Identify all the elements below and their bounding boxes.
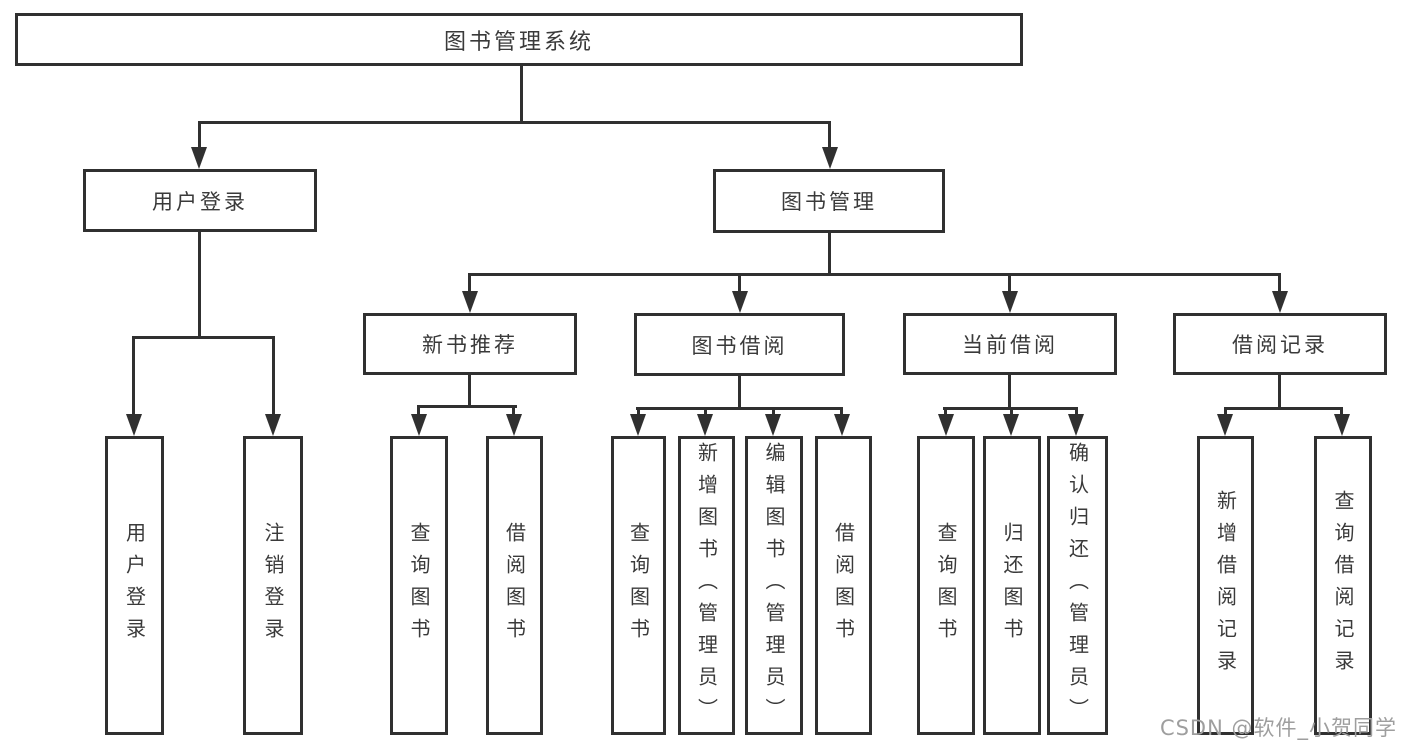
arrowhead-cb-query — [938, 414, 954, 436]
node-label: 新增图书（管理员） — [694, 441, 719, 730]
node-book-borrowing: 图书借阅 — [634, 313, 845, 376]
connector-root-stem — [520, 66, 523, 123]
node-book-management: 图书管理 — [713, 169, 945, 233]
node-label: 查询借阅记录 — [1331, 489, 1355, 682]
node-label: 查询图书 — [626, 521, 651, 650]
node-label: 借阅图书 — [502, 521, 527, 650]
node-current-borrowing: 当前借阅 — [903, 313, 1117, 375]
connector-newbook-stem — [468, 375, 471, 405]
node-label: 确认归还（管理员） — [1065, 441, 1090, 730]
connector-stem-book-borrowing — [738, 273, 741, 293]
connector-stem-book-management — [828, 121, 831, 149]
node-leaf-bb-edit-books-admin: 编辑图书（管理员） — [745, 436, 803, 735]
connector-stem-borrowing-records — [1278, 273, 1281, 293]
node-leaf-br-add-record: 新增借阅记录 — [1197, 436, 1254, 735]
connector-bookmgmt-stem — [828, 233, 831, 273]
connector-stem-leaf-user-login — [132, 336, 135, 416]
node-leaf-bb-borrow-books: 借阅图书 — [815, 436, 872, 735]
node-leaf-nbr-query-books: 查询图书 — [390, 436, 448, 735]
arrowhead-bb-add — [697, 414, 713, 436]
node-borrowing-records: 借阅记录 — [1173, 313, 1387, 375]
arrowhead-current-borrowing — [1002, 291, 1018, 313]
connector-newbook-branch — [417, 405, 517, 408]
node-leaf-logout: 注销登录 — [243, 436, 303, 735]
connector-stem-cb-confirm — [1075, 407, 1078, 416]
arrowhead-br-query — [1334, 414, 1350, 436]
node-label: 新增借阅记录 — [1213, 489, 1238, 682]
arrowhead-book-borrowing — [732, 291, 748, 313]
arrowhead-nbr-borrow — [506, 414, 522, 436]
node-user-login: 用户登录 — [83, 169, 317, 232]
connector-userlogin-stem — [198, 232, 201, 336]
arrowhead-leaf-logout — [265, 414, 281, 436]
connector-records-branch — [1224, 407, 1343, 410]
node-root-library-system: 图书管理系统 — [15, 13, 1023, 66]
connector-bookborrow-branch — [636, 407, 843, 410]
connector-stem-cb-return — [1010, 407, 1013, 416]
connector-stem-bb-query — [637, 407, 640, 416]
node-label: 归还图书 — [1000, 521, 1024, 650]
connector-bookborrow-stem — [738, 375, 741, 407]
connector-stem-cb-query — [944, 407, 947, 416]
node-leaf-user-login: 用户登录 — [105, 436, 164, 735]
node-leaf-cb-return-books: 归还图书 — [983, 436, 1041, 735]
arrowhead-cb-return — [1003, 414, 1019, 436]
node-leaf-bb-query-books: 查询图书 — [611, 436, 666, 735]
arrowhead-nbr-query — [411, 414, 427, 436]
arrowhead-user-login — [191, 147, 207, 169]
node-leaf-br-query-record: 查询借阅记录 — [1314, 436, 1372, 735]
node-label: 查询图书 — [934, 521, 958, 650]
node-label: 用户登录 — [122, 521, 147, 650]
arrowhead-cb-confirm — [1068, 414, 1084, 436]
node-leaf-bb-add-books-admin: 新增图书（管理员） — [678, 436, 735, 735]
node-leaf-cb-confirm-return-admin: 确认归还（管理员） — [1047, 436, 1108, 735]
connector-stem-br-add — [1224, 407, 1227, 416]
node-label: 借阅图书 — [831, 521, 856, 650]
connector-stem-nbr-query — [417, 405, 420, 416]
arrowhead-bb-borrow — [834, 414, 850, 436]
connector-stem-bb-add — [704, 407, 707, 416]
node-leaf-nbr-borrow-books: 借阅图书 — [486, 436, 543, 735]
connector-level2-branch — [198, 121, 831, 124]
connector-stem-nbr-borrow — [512, 405, 515, 416]
connector-stem-br-query — [1340, 407, 1343, 416]
connector-stem-user-login — [198, 121, 201, 149]
node-label: 查询图书 — [407, 521, 431, 650]
node-new-book-recommend: 新书推荐 — [363, 313, 577, 375]
arrowhead-leaf-user-login — [126, 414, 142, 436]
connector-records-stem — [1278, 375, 1281, 407]
connector-stem-current-borrowing — [1008, 273, 1011, 293]
node-label: 注销登录 — [261, 521, 285, 650]
arrowhead-bb-edit — [765, 414, 781, 436]
csdn-watermark: CSDN @软件_小贺同学 — [1159, 716, 1397, 740]
arrowhead-br-add — [1217, 414, 1233, 436]
arrowhead-book-management — [822, 147, 838, 169]
connector-userlogin-branch — [132, 336, 275, 339]
connector-stem-leaf-logout — [272, 336, 275, 416]
arrowhead-borrowing-records — [1272, 291, 1288, 313]
arrowhead-new-book — [462, 291, 478, 313]
connector-stem-bb-borrow — [840, 407, 843, 416]
node-label: 编辑图书（管理员） — [762, 441, 786, 730]
connector-stem-new-book — [468, 273, 471, 293]
arrowhead-bb-query — [630, 414, 646, 436]
node-leaf-cb-query-books: 查询图书 — [917, 436, 975, 735]
connector-currentborrow-stem — [1008, 375, 1011, 407]
connector-level3-branch — [468, 273, 1281, 276]
connector-stem-bb-edit — [772, 407, 775, 416]
